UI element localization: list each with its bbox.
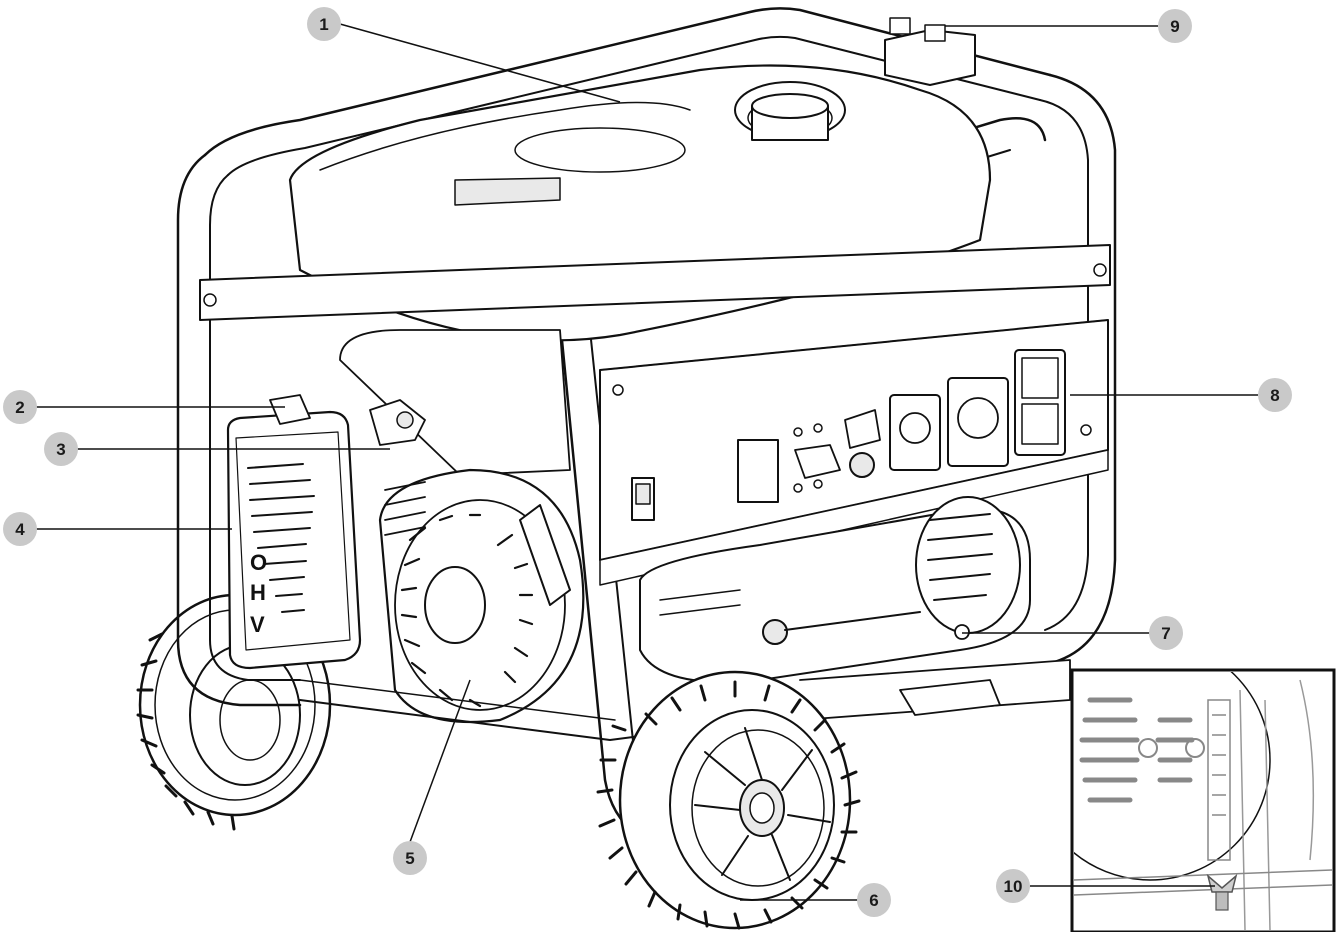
leader-line-1	[339, 23, 621, 103]
leader-line-5	[409, 679, 471, 843]
callout-9-label: 9	[1170, 17, 1179, 36]
top-bracket	[884, 17, 976, 86]
callout-7-label: 7	[1161, 624, 1170, 643]
callout-10: 10	[996, 869, 1030, 903]
base-frame	[299, 659, 1071, 741]
callout-2: 2	[3, 390, 37, 424]
front-wheel	[596, 670, 861, 930]
callout-4-label: 4	[15, 520, 25, 539]
callout-1-label: 1	[319, 15, 328, 34]
callout-2-label: 2	[15, 398, 24, 417]
engine	[339, 329, 585, 724]
leader-lines	[36, 23, 1258, 901]
callout-9: 9	[1158, 9, 1192, 43]
callout-1: 1	[307, 7, 341, 41]
engine-label-h: H	[250, 580, 266, 605]
callout-5: 5	[393, 841, 427, 875]
callout-6: 6	[857, 883, 891, 917]
callout-5-label: 5	[405, 849, 414, 868]
callout-7: 7	[1149, 616, 1183, 650]
callout-3-label: 3	[56, 440, 65, 459]
callout-6-label: 6	[869, 891, 878, 910]
inset-detail	[1070, 668, 1336, 932]
callouts: 1 2 3 4 5 6 7 8	[3, 7, 1292, 917]
air-filter: O H V	[226, 394, 426, 670]
callout-8-label: 8	[1270, 386, 1279, 405]
callout-4: 4	[3, 512, 37, 546]
callout-3: 3	[44, 432, 78, 466]
callout-8: 8	[1258, 378, 1292, 412]
engine-label-v: V	[250, 612, 265, 637]
callout-10-label: 10	[1004, 877, 1023, 896]
alternator	[639, 496, 1031, 683]
engine-label-o: O	[250, 550, 267, 575]
